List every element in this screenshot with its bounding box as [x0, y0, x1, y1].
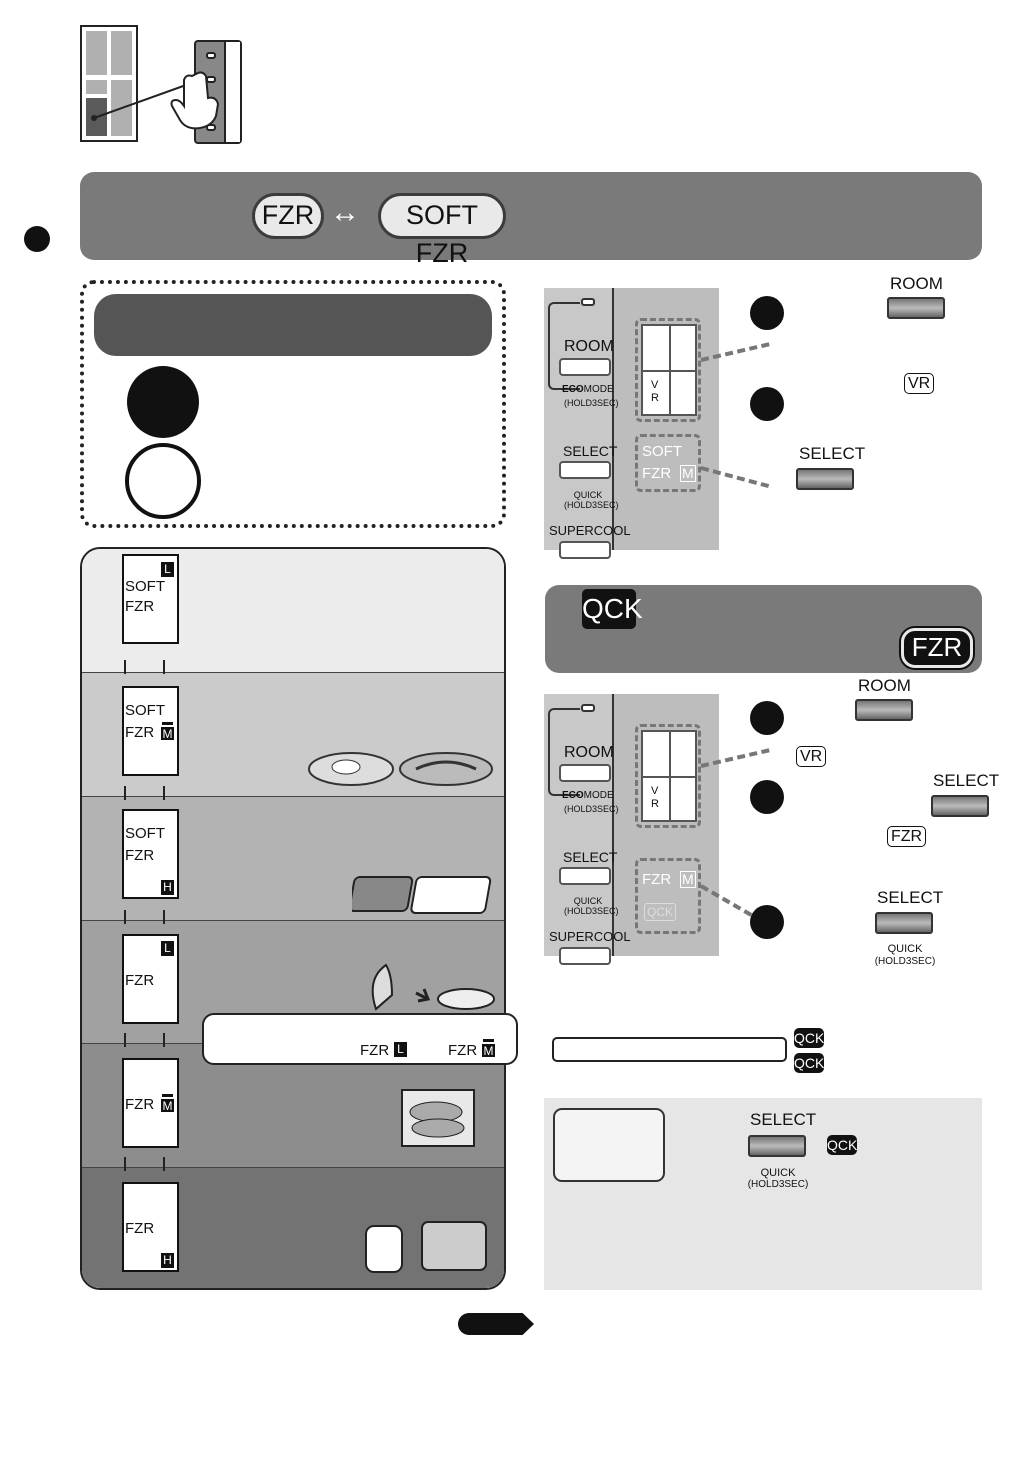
level-badge: M [161, 725, 174, 741]
setting-band-fzr-h: FZR H [82, 1167, 504, 1288]
arrow-up-icon [124, 786, 126, 800]
setting-band-soft-h: SOFT FZR H [82, 796, 504, 920]
tip-box: SELECT QCK QUICK (HOLD3SEC) [544, 1098, 982, 1290]
level-badge: H [161, 880, 174, 895]
display-fzr-m: FZR M [122, 1058, 179, 1148]
freezer-display-area: SOFT FZR M [635, 434, 701, 492]
display-fzr-l: FZR L [122, 934, 179, 1024]
note-box: FZR L FZR M [202, 1013, 518, 1065]
indicator-led [581, 704, 595, 712]
section-bullet [24, 226, 50, 252]
level-badge: L [161, 562, 174, 577]
fzr-label: FZR [887, 826, 927, 847]
mode-banner: FZR ↔ SOFT FZR [80, 172, 982, 268]
next-page-arrow-icon[interactable] [458, 1313, 534, 1335]
level-badge: H [161, 1253, 174, 1268]
qck-badge: QCK [794, 1028, 825, 1048]
arrow-up-icon [124, 660, 126, 674]
level-badge: M [161, 1097, 174, 1113]
filled-circle-icon [127, 366, 199, 438]
qck-badge: QCK [827, 1135, 858, 1155]
display-soft-fzr-l: SOFT FZR L [122, 554, 179, 644]
indicator-led [581, 298, 595, 306]
vr-display-area: V R [635, 318, 701, 422]
legend-box [80, 280, 506, 528]
qck-badge: QCK [582, 589, 643, 629]
arrow-up-icon [124, 1157, 126, 1171]
step-1-marker [750, 296, 784, 330]
legend-header [94, 294, 492, 356]
arrow-down-icon [163, 1157, 165, 1171]
control-panel-2: ROOM ECOMODE (HOLD3SEC) SELECT QUICK (HO… [544, 694, 719, 965]
supercool-key[interactable] [559, 541, 611, 559]
step-1-marker [750, 701, 784, 735]
packaged-food-illustration [352, 876, 492, 914]
level-badge: L [394, 1042, 407, 1057]
freezer-settings-list: SOFT FZR L SOFT FZR M SOFT FZR H FZR [80, 547, 506, 1290]
arrow-down-icon [163, 660, 165, 674]
swap-arrow-icon: ↔ [330, 196, 360, 229]
setting-band-soft-l: SOFT FZR L [82, 549, 504, 672]
frozen-fish-bag-illustration [401, 1089, 475, 1147]
freezer-display-area: FZR M QCK [635, 858, 701, 934]
info-field [552, 1037, 787, 1062]
banana-illustration [371, 963, 495, 1011]
level-badge: L [161, 941, 174, 956]
arrow-down-icon [163, 1033, 165, 1047]
vr-label: VR [796, 746, 827, 767]
room-button[interactable] [855, 699, 913, 721]
select-button[interactable] [796, 468, 854, 490]
control-panel-1: ROOM ECOMODE (HOLD3SEC) SELECT QUICK (HO… [544, 288, 719, 559]
quick-freeze-banner: QCK FZR [545, 585, 982, 673]
select-button[interactable] [748, 1135, 806, 1157]
setting-band-soft-m: SOFT FZR M [82, 672, 504, 796]
select-button[interactable] [931, 795, 989, 817]
room-button[interactable] [887, 297, 945, 319]
room-key[interactable] [559, 764, 611, 782]
qck-badge: QCK [794, 1053, 825, 1073]
step-3-marker [750, 905, 784, 939]
fzr-pill: FZR [901, 628, 973, 668]
arrow-up-icon [124, 910, 126, 924]
room-key[interactable] [559, 358, 611, 376]
supercool-key[interactable] [559, 947, 611, 965]
display-soft-fzr-h: SOFT FZR H [122, 809, 179, 899]
arrow-down-icon [163, 786, 165, 800]
level-badge: M [482, 1042, 495, 1058]
select-key[interactable] [559, 867, 611, 885]
open-circle-icon [125, 443, 201, 519]
fzr-pill: FZR [252, 193, 324, 239]
display-fzr-h: FZR H [122, 1182, 179, 1272]
vr-display-area: V R [635, 724, 701, 828]
step-2-marker [750, 387, 784, 421]
step-2-marker [750, 780, 784, 814]
soft-fzr-pill: SOFT FZR [378, 193, 506, 268]
food-tray-illustration [308, 752, 493, 786]
tip-label-box [553, 1108, 665, 1182]
vr-label: VR [904, 373, 935, 394]
select-button[interactable] [875, 912, 933, 934]
ice-cream-illustration [365, 1221, 487, 1273]
arrow-up-icon [124, 1033, 126, 1047]
arrow-down-icon [163, 910, 165, 924]
pointer-line [91, 79, 201, 121]
display-soft-fzr-m: SOFT FZR M [122, 686, 179, 776]
select-key[interactable] [559, 461, 611, 479]
pressing-hand-icon [170, 71, 220, 130]
